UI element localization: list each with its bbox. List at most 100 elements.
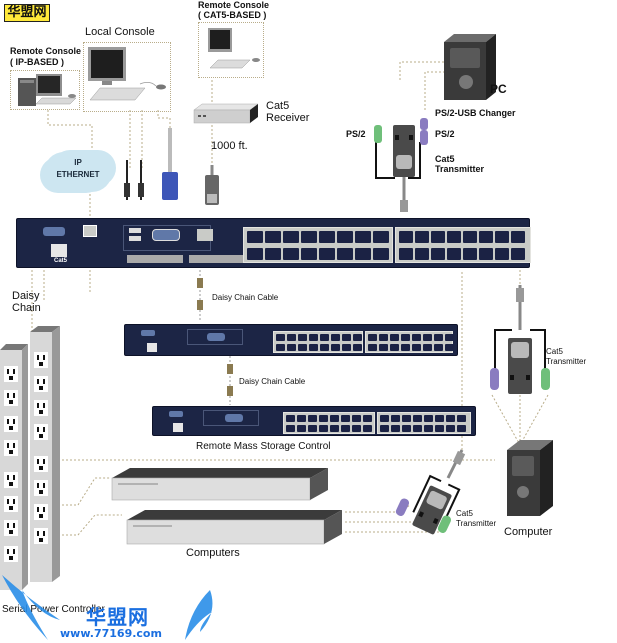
rj45-port	[373, 248, 389, 260]
power-outlets	[4, 352, 48, 562]
rj45-port	[446, 415, 455, 422]
rack-computers	[111, 468, 342, 545]
cat5-receiver-device	[193, 103, 259, 124]
rj45-port	[331, 344, 340, 351]
power-outlet-icon	[4, 472, 18, 488]
daisy-chain-label-1: Daisy	[12, 290, 40, 302]
rj45-port	[286, 415, 295, 422]
cat5-transmitter-bottom-label-2: Transmitter	[456, 519, 497, 528]
rj45-port	[463, 231, 477, 243]
rj45-port	[431, 248, 445, 260]
rj45-port	[341, 425, 350, 432]
rj45-port	[379, 334, 388, 341]
rj45-port	[319, 425, 328, 432]
rj45-port	[434, 344, 443, 351]
rj45-port	[511, 231, 525, 243]
master-kvm-switch: Cat5	[16, 218, 531, 268]
rj45-port	[399, 248, 413, 260]
daisy-chain-cable-label-2: Daisy Chain Cable	[239, 377, 306, 386]
rj45-port	[479, 231, 493, 243]
rj45-port	[413, 415, 422, 422]
rj45-port	[337, 231, 353, 243]
remote-console-cat5-label-2: ( CAT5-BASED )	[198, 10, 267, 20]
rj45-port	[247, 231, 263, 243]
cat5-receiver-label-2: Receiver	[266, 112, 310, 124]
rj45-port	[319, 231, 335, 243]
serial-port	[43, 227, 65, 236]
remote-mass-storage-label: Remote Mass Storage Control	[196, 441, 331, 452]
power-outlet-icon	[4, 366, 18, 382]
ps2-usb-changer-label: PS/2-USB Changer	[435, 108, 516, 118]
rj45-port	[479, 248, 493, 260]
rj45-port	[363, 415, 372, 422]
rj45-port	[337, 248, 353, 260]
rj45-port	[495, 231, 509, 243]
ps2-left-label: PS/2	[346, 129, 366, 139]
rj45-port	[435, 425, 444, 432]
rj45-port	[331, 334, 340, 341]
cat5-transmitter-top-label-2: Transmitter	[435, 164, 485, 174]
serial-port	[141, 330, 155, 336]
ps2-right-label: PS/2	[435, 129, 455, 139]
rj45-port	[297, 425, 306, 432]
line-ip-console-to-cloud	[47, 110, 93, 152]
rj45-port	[413, 425, 422, 432]
rj45-port	[352, 425, 361, 432]
cat5-transmitter-right-label-1: Cat5	[546, 347, 563, 356]
remote-console-ip-device	[18, 74, 77, 106]
rj45-port	[368, 344, 377, 351]
rj45-port	[298, 344, 307, 351]
daisy-chain-label-2: Chain	[12, 302, 41, 314]
daisy-chain-out-port	[127, 255, 183, 263]
usb-port-1	[129, 228, 141, 233]
rj45-port	[390, 344, 399, 351]
rj45-port	[283, 231, 299, 243]
ethernet-label: ETHERNET	[56, 170, 100, 179]
rj45-port	[434, 334, 443, 341]
power-outlet-icon	[34, 456, 48, 472]
rj45-port	[298, 334, 307, 341]
rj45-port	[391, 415, 400, 422]
vga-port	[152, 229, 180, 241]
power-outlet-icon	[4, 496, 18, 512]
power-outlet-icon	[4, 390, 18, 406]
port-bank-2	[377, 412, 471, 434]
watermark-logo-text: 华盟网	[86, 605, 149, 629]
right-cat5-transmitter	[490, 285, 550, 394]
rj45-port	[399, 231, 413, 243]
daisy-chain-switch-1	[124, 324, 458, 356]
rj45-port	[412, 344, 421, 351]
rj45-port	[424, 415, 433, 422]
bottom-cat5-transmitter	[395, 449, 466, 535]
local-console-label: Local Console	[85, 26, 155, 38]
power-outlet-icon	[34, 352, 48, 368]
rj45-port	[301, 248, 317, 260]
rj45-port	[423, 334, 432, 341]
port-bank-2	[365, 331, 454, 353]
rj45-port	[373, 231, 389, 243]
rj45-port	[412, 334, 421, 341]
pc-tower	[444, 34, 496, 100]
vga-port	[225, 414, 243, 422]
daisy-chain-cable-label-1: Daisy Chain Cable	[212, 293, 279, 302]
cat5-transmitter-top-label-1: Cat5	[435, 154, 455, 164]
rj45-port	[309, 334, 318, 341]
cat5-receiver-label-1: Cat5	[266, 100, 290, 112]
rj45-port	[330, 425, 339, 432]
rj45-port	[431, 231, 445, 243]
rj45-port	[423, 344, 432, 351]
rj45-port	[380, 425, 389, 432]
cat5-port	[173, 423, 183, 432]
daisy-chain-connectors	[197, 270, 233, 405]
port-bank-1	[273, 331, 363, 353]
power-outlet-icon	[4, 440, 18, 456]
rj45-port	[355, 248, 371, 260]
remote-console-port	[197, 229, 213, 241]
power-outlet-icon	[34, 424, 48, 440]
rj45-port	[319, 248, 335, 260]
line-pc-to-changer	[424, 71, 450, 110]
cat5-transmitter-right-label-2: Transmitter	[546, 357, 587, 366]
port-bank-1	[243, 227, 393, 263]
rj45-port	[368, 334, 377, 341]
rj45-port	[495, 248, 509, 260]
